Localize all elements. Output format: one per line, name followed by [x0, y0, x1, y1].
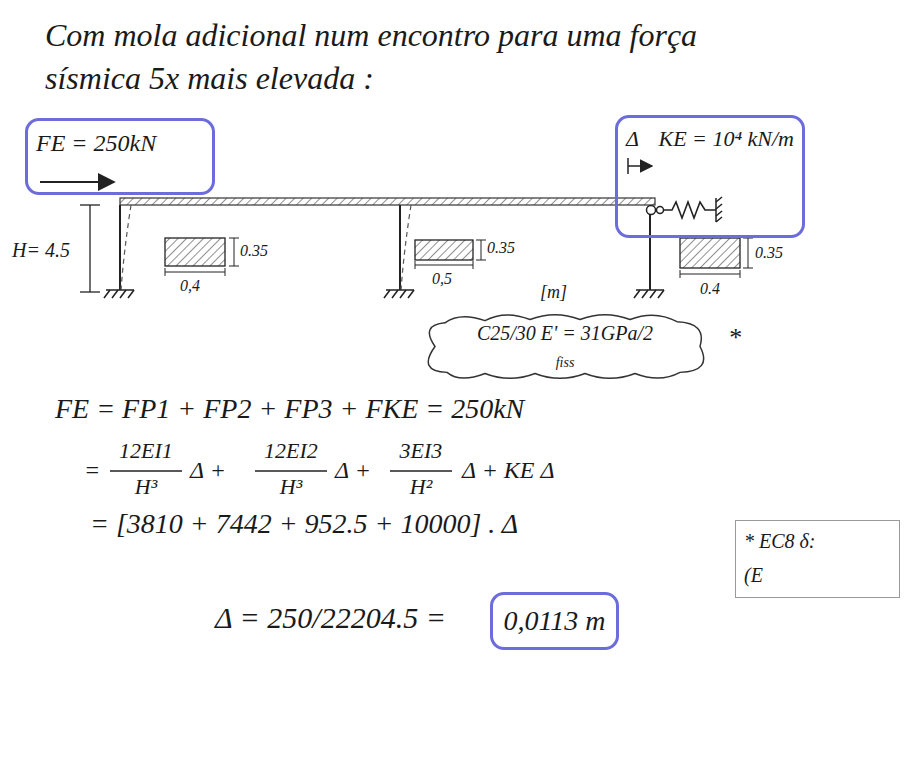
- cloud-path: [428, 315, 703, 379]
- note-label: 12EI1: [110, 438, 182, 464]
- cross-section: [415, 240, 486, 269]
- fraction-bar: [110, 470, 452, 472]
- wall-symbol: [716, 197, 722, 222]
- force-arrow: [40, 181, 114, 183]
- cross-section: [680, 238, 753, 278]
- roller-symbol: [657, 207, 664, 214]
- force-box: FE = 250kN: [25, 118, 215, 195]
- material-cloud: C25/30 E' = 31GPa/2 fiss: [415, 312, 715, 381]
- column: [649, 215, 651, 290]
- note-label: 0.35: [755, 243, 783, 262]
- note-label: FE = FP1 + FP2 + FP3 + FKE = 250kN: [55, 392, 524, 426]
- deck: [120, 198, 655, 205]
- result-box: 0,0113 m: [490, 592, 619, 650]
- node-text: * EC8 δ:: [744, 529, 816, 553]
- spring-symbol: [664, 202, 716, 218]
- column: [119, 205, 121, 290]
- note-label: 0,5: [432, 269, 452, 288]
- height-dimension: [80, 205, 100, 292]
- note-label: = [3810 + 7442 + 952.5 + 10000] . Δ: [90, 507, 518, 541]
- node-text: C25/30 E' = 31GPa/2: [477, 321, 653, 345]
- node-text: KE = 10⁴ kN/m: [658, 126, 794, 152]
- node-text: FE = 250kN: [36, 129, 156, 158]
- note-label: =: [84, 456, 100, 485]
- node-text: Δ: [626, 126, 639, 152]
- pin-symbol: [647, 206, 656, 215]
- note-label: 0,4: [180, 276, 200, 295]
- note-label: Δ +: [335, 456, 371, 485]
- node-text: 0,0113 m: [503, 604, 605, 638]
- deflected-shape: [121, 205, 131, 290]
- note-label: [m]: [540, 282, 567, 304]
- displacement-arrow: [628, 165, 652, 167]
- node-text: fiss: [556, 355, 575, 372]
- deflected-shape: [401, 205, 411, 290]
- note-label: H= 4.5: [12, 238, 70, 262]
- note-label: 3EI3: [390, 438, 452, 464]
- note-label: H³: [110, 474, 182, 500]
- cross-section: [165, 238, 239, 276]
- note-label: H²: [390, 474, 452, 500]
- note-label: Δ = 250/22204.5 =: [215, 600, 446, 636]
- note-box: * EC8 δ: (E: [735, 520, 900, 598]
- note-label: *: [728, 322, 741, 353]
- spring-box: Δ KE = 10⁴ kN/m: [615, 115, 805, 238]
- column: [399, 205, 401, 290]
- node-text: (E: [744, 563, 763, 587]
- note-label: 0.35: [240, 241, 268, 260]
- note-label: H³: [255, 474, 327, 500]
- note-label: 0.35: [487, 238, 515, 257]
- note-label: 12EI2: [255, 438, 327, 464]
- note-label: Δ +: [190, 456, 226, 485]
- note-label: Δ + KE Δ: [462, 456, 555, 485]
- title: Com mola adicional num encontro para uma…: [45, 14, 745, 100]
- note-label: 0.4: [700, 279, 720, 298]
